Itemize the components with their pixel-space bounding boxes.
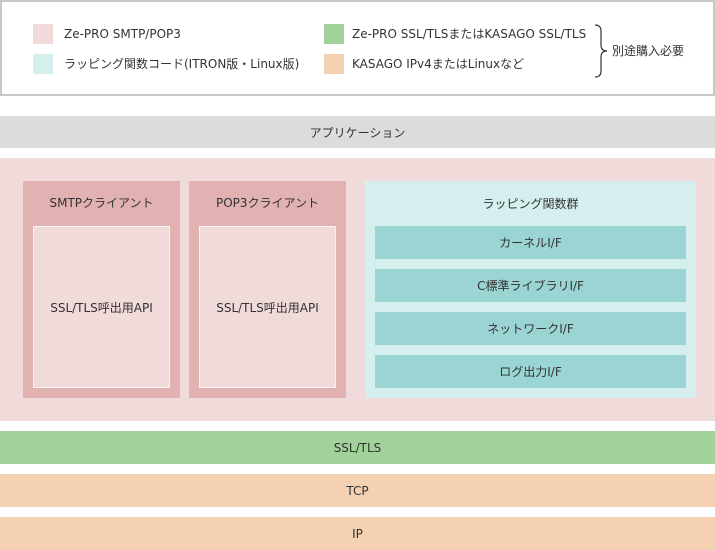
legend: Ze-PRO SMTP/POP3 ラッピング関数コード(ITRON版・Linux… <box>0 0 715 96</box>
ip-layer: IP <box>0 517 715 550</box>
kernel-if: カーネルI/F <box>375 226 686 259</box>
legend-swatch-ze-pro-smtp-pop3 <box>33 24 53 44</box>
legend-label-kasago-ipv4: KASAGO IPv4またはLinuxなど <box>352 57 525 71</box>
network-if: ネットワークI/F <box>375 312 686 345</box>
wrapping-functions-title: ラッピング関数群 <box>482 196 579 211</box>
legend-swatch-ssl-tls <box>324 24 344 44</box>
curly-brace-icon <box>594 24 608 78</box>
wrapping-functions-box: ラッピング関数群 カーネルI/F C標準ライブラリI/F ネットワークI/F ロ… <box>365 181 696 398</box>
purchase-note: 別途購入必要 <box>612 44 685 58</box>
smtp-client-title: SMTPクライアント <box>49 195 154 210</box>
pop3-ssl-api-box: SSL/TLS呼出用API <box>199 226 336 388</box>
tcp-layer: TCP <box>0 474 715 507</box>
smtp-client-box: SMTPクライアント SSL/TLS呼出用API <box>23 181 180 398</box>
smtp-ssl-api-box: SSL/TLS呼出用API <box>33 226 170 388</box>
legend-label-ze-pro-smtp-pop3: Ze-PRO SMTP/POP3 <box>64 27 181 41</box>
log-output-if: ログ出力I/F <box>375 355 686 388</box>
legend-swatch-kasago-ipv4 <box>324 54 344 74</box>
legend-label-wrapping-code: ラッピング関数コード(ITRON版・Linux版) <box>64 57 300 71</box>
legend-swatch-wrapping-code <box>33 54 53 74</box>
application-layer: アプリケーション <box>0 116 715 148</box>
pop3-client-box: POP3クライアント SSL/TLS呼出用API <box>189 181 346 398</box>
legend-label-ssl-tls: Ze-PRO SSL/TLSまたはKASAGO SSL/TLS <box>352 27 587 41</box>
pop3-client-title: POP3クライアント <box>215 195 320 210</box>
ssl-tls-layer: SSL/TLS <box>0 431 715 464</box>
c-stdlib-if: C標準ライブラリI/F <box>375 269 686 302</box>
